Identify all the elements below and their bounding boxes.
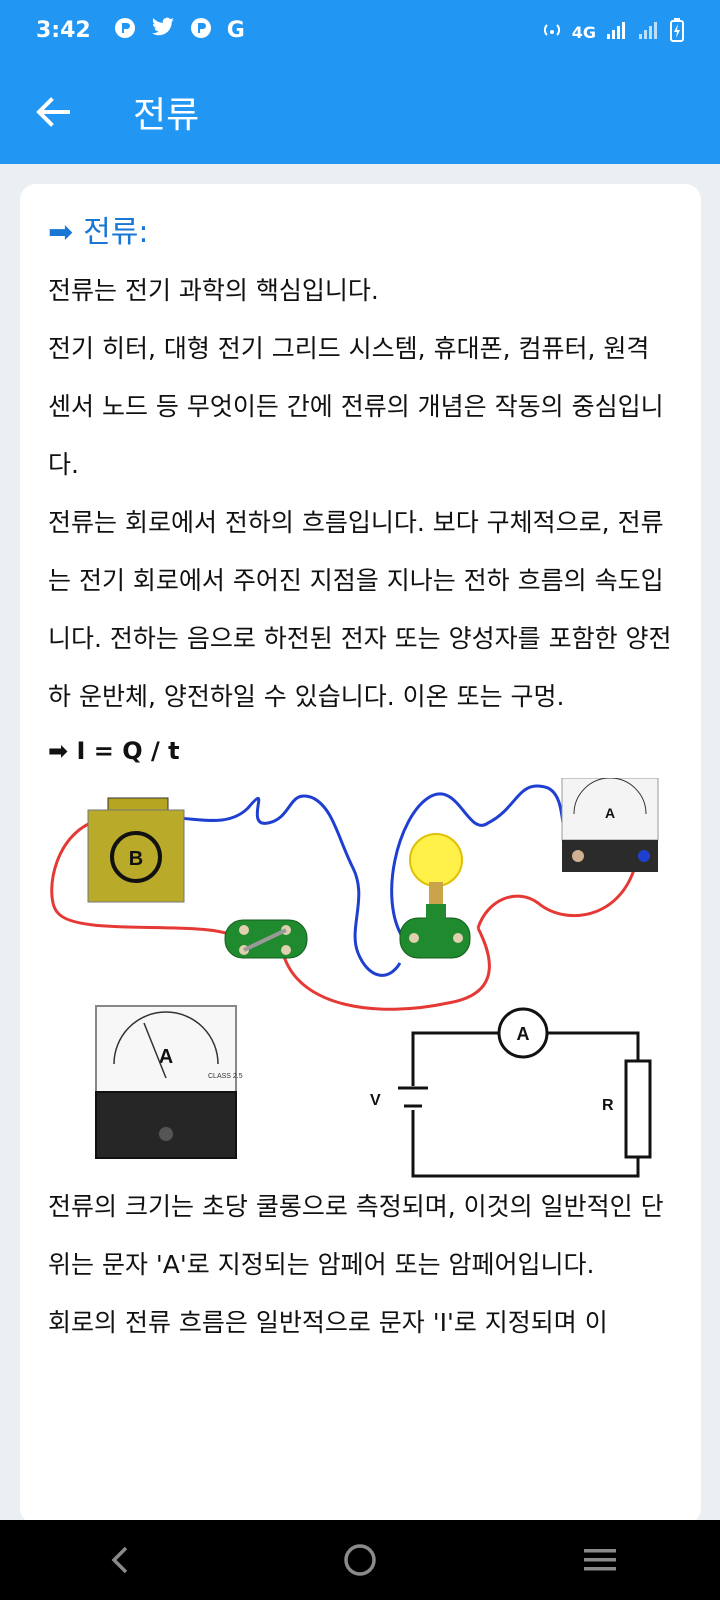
svg-text:V: V [370, 1092, 381, 1109]
battery-symbol [110, 831, 162, 883]
section-heading-text: 전류: [83, 215, 149, 250]
battery-charging-icon [670, 18, 684, 46]
status-time: 3:42 [36, 17, 91, 43]
notification-icons: G [113, 16, 245, 45]
menu-icon [584, 1549, 616, 1571]
home-circle-icon [344, 1544, 376, 1576]
page-title: 전류 [133, 95, 200, 136]
nav-home-button[interactable] [320, 1530, 400, 1590]
section-heading: ➡ 전류: [48, 212, 673, 254]
status-bar: 3:42 G 4G [0, 0, 720, 60]
bulb [409, 833, 463, 887]
app-bar: 전류 [0, 60, 720, 164]
svg-text:A: A [605, 805, 615, 821]
hotspot-icon [542, 20, 562, 44]
signal-icon [606, 20, 628, 44]
content-card: ➡ 전류: 전류는 전기 과학의 핵심입니다. 전기 히터, 대형 전기 그리드… [20, 184, 701, 1524]
paragraph: 전기 히터, 대형 전기 그리드 시스템, 휴대폰, 컴퓨터, 원격 센서 노드… [48, 334, 664, 479]
circuit-illustration: B A A CLASS 2.5 [50, 778, 659, 1178]
arrow-right-icon: ➡ [48, 215, 74, 250]
system-icons: 4G [542, 18, 684, 46]
twitter-icon [151, 17, 175, 44]
formula: ➡ I = Q / t [48, 737, 180, 765]
chevron-left-icon [111, 1546, 128, 1574]
svg-text:R: R [602, 1097, 614, 1114]
battery-label: B [129, 848, 143, 870]
back-button[interactable] [25, 84, 81, 140]
arrow-left-icon [36, 97, 70, 127]
network-type: 4G [571, 22, 596, 42]
ammeter-small [561, 778, 659, 841]
app-notification-icon [113, 16, 137, 45]
paragraph: 전류는 회로에서 전하의 흐름입니다. 보다 구체적으로, 전류는 전기 회로에… [48, 508, 672, 711]
system-nav-bar [0, 1520, 720, 1600]
app-notification-icon [189, 16, 213, 45]
svg-text:A: A [517, 1024, 530, 1044]
paragraph: 전류는 전기 과학의 핵심입니다. [48, 276, 379, 305]
paragraph: 회로의 전류 흐름은 일반적으로 문자 'I'로 지정되며 이 [48, 1308, 608, 1337]
circuit-diagram: B A A CLASS 2.5 [48, 778, 688, 1178]
svg-text:A: A [159, 1046, 173, 1068]
signal-weak-icon [638, 20, 660, 44]
nav-recents-button[interactable] [560, 1530, 640, 1590]
paragraph: 전류의 크기는 초당 쿨롱으로 측정되며, 이것의 일반적인 단위는 문자 'A… [48, 1192, 664, 1279]
google-icon: G [226, 17, 245, 43]
svg-text:CLASS 2.5: CLASS 2.5 [208, 1073, 243, 1080]
nav-back-button[interactable] [80, 1530, 160, 1590]
